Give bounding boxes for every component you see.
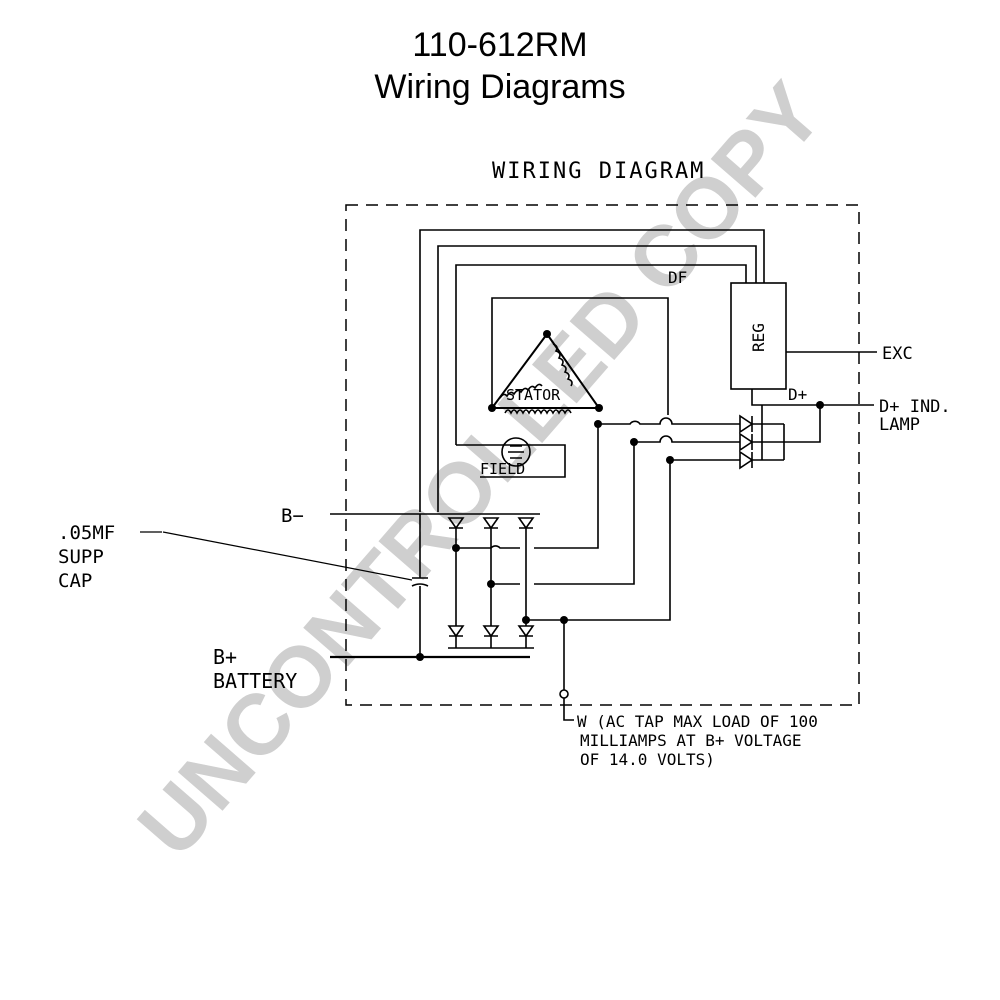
suppression-capacitor <box>411 514 429 657</box>
diode-trio-1 <box>739 414 754 434</box>
cap-leader-line <box>162 531 413 581</box>
page-subtitle: Wiring Diagrams <box>374 68 626 106</box>
phase-drop-3 <box>526 460 671 621</box>
phase-wire-1 <box>598 417 740 425</box>
part-number-title: 110-612RM <box>412 26 588 64</box>
junction-dot <box>816 401 824 409</box>
stator-coil-left <box>499 383 543 399</box>
d-plus-label: D+ <box>788 385 807 404</box>
field-rotor-winding <box>508 445 524 459</box>
battery-label: BATTERY <box>213 669 297 693</box>
lamp-label: LAMP <box>879 415 920 435</box>
w-note-line-2: MILLIAMPS AT B+ VOLTAGE <box>580 731 802 750</box>
junction-dot <box>594 420 602 428</box>
stator-box <box>491 297 669 415</box>
exc-label: EXC <box>882 344 913 364</box>
junction-dot <box>488 404 496 412</box>
diagram-heading: WIRING DIAGRAM <box>492 159 705 184</box>
diode-trio-common <box>752 405 821 461</box>
regulator-box <box>730 282 787 390</box>
wire-loop-1 <box>419 229 765 512</box>
wire-loop-3 <box>455 264 747 445</box>
stator-coil-bottom <box>504 409 572 415</box>
rectifier-link-1 <box>456 545 520 549</box>
b-plus-label: B+ <box>213 645 237 669</box>
phase-drop-2 <box>534 442 635 585</box>
w-terminal[interactable] <box>559 689 569 699</box>
junction-dot <box>595 404 603 412</box>
rectifier-diode-lower-1 <box>447 625 465 638</box>
junction-dot <box>487 580 495 588</box>
junction-dot <box>560 616 568 624</box>
stator-label: STATOR <box>506 386 561 404</box>
df-label: DF <box>668 268 687 287</box>
field-rotor <box>501 437 531 467</box>
diode-trio-2 <box>739 432 754 452</box>
junction-dot <box>416 653 424 661</box>
w-note-line-3: OF 14.0 VOLTS) <box>580 750 715 769</box>
b-minus-label: B− <box>281 505 304 527</box>
phase-wire-2 <box>634 435 740 443</box>
cap-label-2: SUPP <box>58 546 104 568</box>
reg-label: REG <box>749 323 768 352</box>
stator-delta <box>490 332 601 409</box>
d-plus-ind-label: D+ IND. <box>879 397 951 417</box>
stator-coil-right <box>552 343 573 387</box>
rectifier-diode-lower-2 <box>482 625 500 638</box>
junction-dot <box>522 616 530 624</box>
wire-loop-2 <box>437 245 757 512</box>
field-label: FIELD <box>480 460 525 478</box>
d-plus-wire <box>751 389 874 406</box>
junction-dot <box>666 456 674 464</box>
cap-label-1: .05MF <box>58 522 115 544</box>
cap-label-3: CAP <box>58 570 92 592</box>
diode-trio-3 <box>739 450 754 470</box>
alternator-enclosure <box>345 204 860 706</box>
junction-dot <box>452 544 460 552</box>
rectifier-diode-lower-3 <box>517 625 535 638</box>
w-leader <box>563 698 574 721</box>
field-wire <box>456 444 566 478</box>
w-note-line-1: W (AC TAP MAX LOAD OF 100 <box>577 712 818 731</box>
junction-dot <box>630 438 638 446</box>
rectifier-diode-upper-3 <box>517 517 535 530</box>
rectifier-lower-taps <box>448 636 534 649</box>
junction-dot <box>543 330 551 338</box>
phase-drop-1 <box>534 424 599 549</box>
